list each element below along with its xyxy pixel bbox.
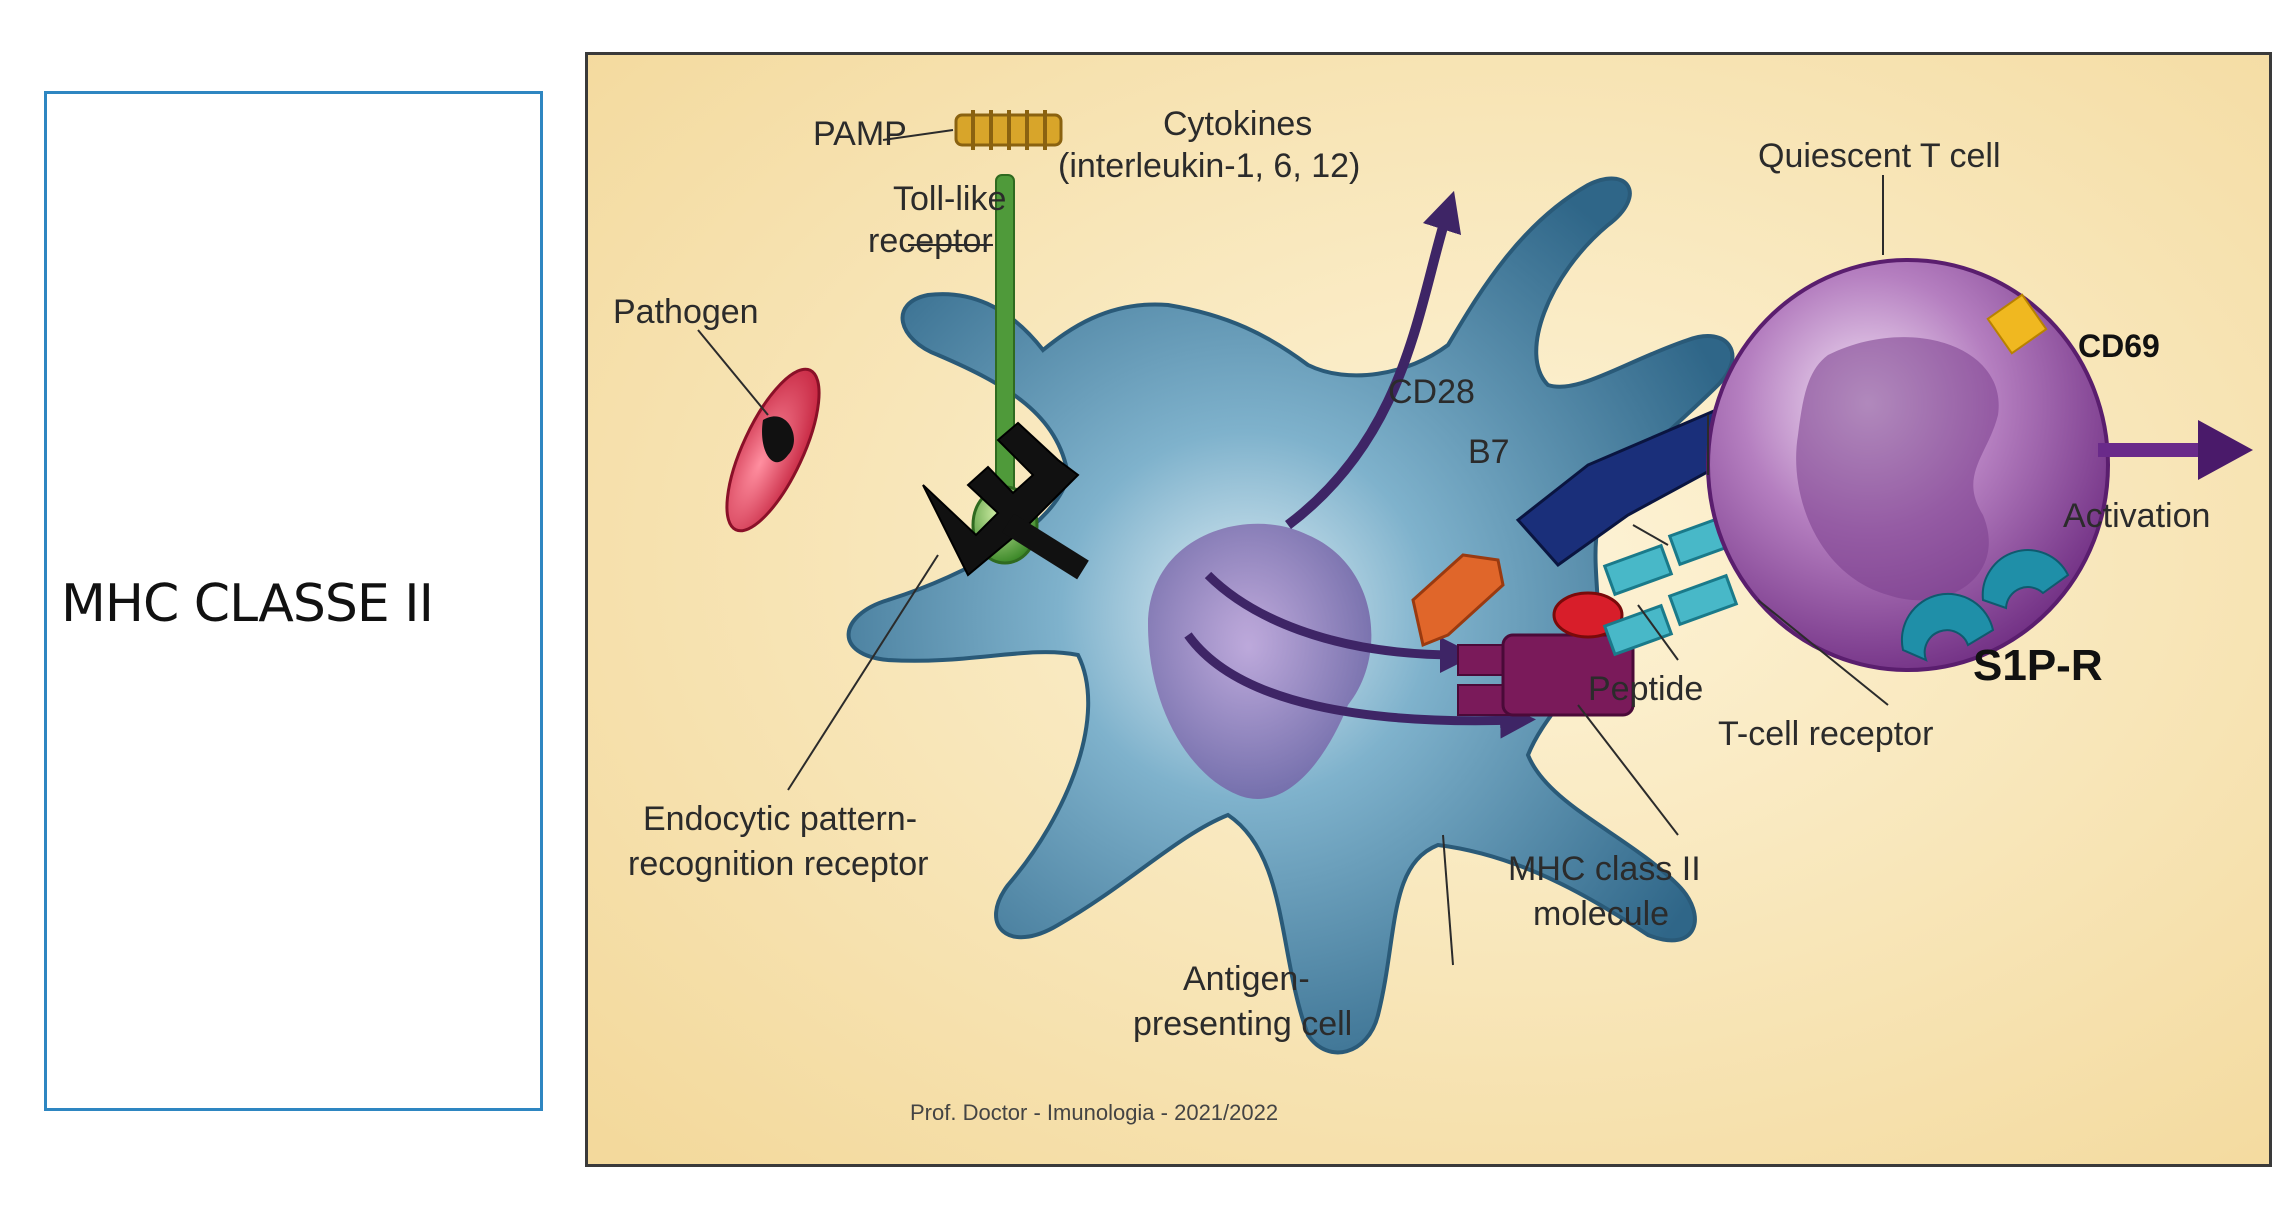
label-pathogen: Pathogen [613,293,759,331]
label-tlr-2: receptor [868,222,993,260]
label-quiescent-t-cell: Quiescent T cell [1758,137,2001,175]
label-cd28: CD28 [1388,373,1475,411]
cytokine-arrow [1284,190,1462,529]
label-apc-2: presenting cell [1133,1005,1352,1043]
label-tlr-1: Toll-like [893,180,1006,218]
label-mhc2-2: molecule [1533,895,1669,933]
endocytic-receptor [922,421,1080,577]
label-cytokines-2: (interleukin-1, 6, 12) [1058,147,1360,185]
t-cell-receptor [1602,513,1739,657]
label-apc-1: Antigen- [1183,960,1310,998]
pamp-molecule [954,110,1063,150]
label-mhc2-1: MHC class II [1508,850,1701,888]
s1pr-left [1900,592,1995,662]
label-b7: B7 [1468,433,1510,471]
t-cell-nucleus [1796,337,1999,601]
tlr-stalk [995,174,1015,516]
label-cytokines-1: Cytokines [1163,105,1312,143]
internal-arrow-1 [1204,571,1476,673]
label-endocytic-1: Endocytic pattern- [643,800,917,838]
cd69-marker [1986,293,2048,355]
b7-molecule [1411,553,1505,648]
pathogen-antigen [762,416,794,463]
side-panel: MHC CLASSE II [44,91,543,1111]
label-s1pr: S1P-R [1973,641,2103,690]
apc-nucleus [1148,523,1372,799]
label-cd69: CD69 [2078,328,2160,364]
label-pamp: PAMP [813,115,907,153]
label-tcr: T-cell receptor [1718,715,1933,753]
side-panel-title: MHC CLASSE II [61,574,434,634]
footer-credit: Prof. Doctor - Imunologia - 2021/2022 [910,1100,1279,1125]
label-endocytic-2: recognition receptor [628,845,929,883]
internal-arrow-2 [1184,632,1536,739]
label-peptide: Peptide [1588,670,1703,708]
apc-diagram: PAMP Cytokines (interleukin-1, 6, 12) To… [585,52,2272,1167]
s1pr-right [1981,549,2070,610]
label-activation: Activation [2063,497,2210,535]
